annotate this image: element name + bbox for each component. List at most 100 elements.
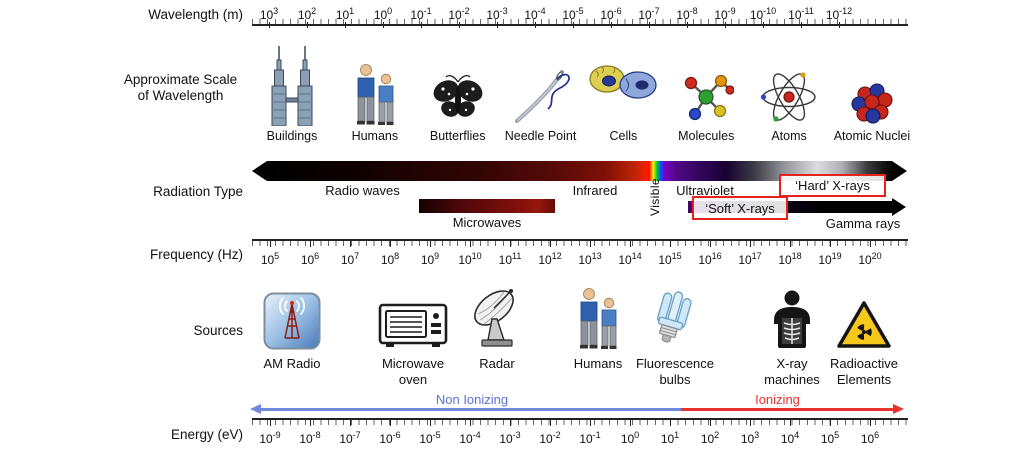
source-label: Microwave [381,356,445,371]
scale-item-atoms: Atoms [749,38,829,143]
energy-tick: 105 [810,420,850,446]
energy-tick: 102 [690,420,730,446]
soft-xrays-highlight-box: ‘Soft’ X-rays [692,196,788,220]
hard-xrays-highlight-box: ‘Hard’ X-rays [779,174,886,197]
source-item-xray-machines: X-ray machines [744,284,840,388]
source-label: Fluorescence [635,356,715,371]
row-label-energy: Energy (eV) [170,427,243,442]
cells-icon [589,65,658,99]
ultraviolet-label: Ultraviolet [676,183,734,198]
source-label: Humans [573,356,623,371]
source-item-radioactive-elements: Radioactive Elements [816,284,912,388]
frequency-tick: 1020 [850,241,890,267]
source-label: Radioactive [830,356,898,371]
energy-tick: 100 [610,420,650,446]
ionizing-arrowhead [893,404,904,414]
row-label-sources: Sources [193,323,243,338]
energy-tick: 103 [730,420,770,446]
hard-xrays-label: ‘Hard’ X-rays [795,178,870,193]
humans-icon [580,288,617,349]
frequency-tick: 1012 [530,241,570,267]
scale-label: Needle Point [504,129,577,143]
row-label-wavelength: Wavelength (m) [148,7,243,22]
scale-item-cells: Cells [583,38,663,143]
frequency-tick: 106 [290,241,330,267]
am-radio-icon [263,292,321,350]
scale-item-buildings: Buildings [252,38,332,143]
soft-xrays-label: ‘Soft’ X-rays [705,200,775,216]
non-ionizing-label: Non Ionizing [435,392,509,407]
energy-tick: 10-4 [450,420,490,446]
energy-tick: 10-8 [290,420,330,446]
atomic-nuclei-icon [851,83,893,124]
radioactive-icon [837,301,891,348]
frequency-tick: 1016 [690,241,730,267]
gamma-arrowhead [892,198,906,216]
energy-tick: 10-7 [330,420,370,446]
molecules-icon [685,74,735,121]
energy-tick: 10-3 [490,420,530,446]
humans-icon [356,64,394,125]
energy-tick: 10-1 [570,420,610,446]
frequency-tick: 1011 [490,241,530,267]
energy-tick: 10-5 [410,420,450,446]
non-ionizing-line [261,408,681,411]
gamma-rays-label: Gamma rays [825,216,901,231]
frequency-tick: 1019 [810,241,850,267]
scale-item-molecules: Molecules [666,38,746,143]
frequency-tick: 1013 [570,241,610,267]
scale-label: Buildings [266,129,318,143]
source-item-radar: Radar [457,284,537,372]
infrared-label: Infrared [572,183,618,198]
microwaves-label: Microwaves [452,215,522,230]
source-label: Radar [479,356,515,371]
energy-ruler-line [252,418,908,420]
frequency-tick: 105 [250,241,290,267]
energy-tick: 10-9 [250,420,290,446]
source-item-microwave-oven: Microwave oven [363,284,463,388]
energy-minor-ticks [252,420,908,425]
row-label-radiation-type: Radiation Type [153,184,243,199]
row-label-frequency: Frequency (Hz) [149,247,243,262]
butterflies-icon [433,75,483,117]
source-item-fluorescence-bulbs: Fluorescence bulbs [620,284,730,388]
row-label-scale: Approximate Scale of Wavelength [88,72,273,104]
wavelength-ruler-line [252,24,908,26]
frequency-tick: 1017 [730,241,770,267]
energy-tick: 101 [650,420,690,446]
scale-label: Butterflies [429,129,486,143]
energy-tick: 104 [770,420,810,446]
scale-label: Atomic Nuclei [833,129,911,143]
radio-waves-label: Radio waves [325,183,400,198]
ionizing-label: Ionizing [755,392,800,407]
frequency-tick: 109 [410,241,450,267]
source-item-am-radio: AM Radio [247,284,337,372]
energy-tick: 10-2 [530,420,570,446]
source-label: X-ray [776,356,808,371]
radiation-spectrum-band [267,161,892,181]
band-left-arrowhead [252,161,267,181]
frequency-tick: 1014 [610,241,650,267]
needle-point-icon [514,70,570,123]
frequency-tick: 1010 [450,241,490,267]
source-label: AM Radio [263,356,321,371]
energy-tick: 106 [850,420,890,446]
radar-icon [474,289,514,347]
scale-of-wavelength-row: Buildings Humans [252,38,912,143]
scale-item-atomic-nuclei: Atomic Nuclei [832,38,912,143]
row-label-scale-line1: Approximate Scale [123,72,238,87]
frequency-minor-ticks [252,241,908,246]
scale-item-needle-point: Needle Point [501,38,581,143]
non-ionizing-arrowhead [250,404,261,414]
fluorescence-bulb-icon [656,291,692,343]
wavelength-minor-ticks [252,19,908,24]
buildings-icon [271,46,313,126]
frequency-ruler-line [252,239,908,241]
scale-label: Atoms [771,129,807,143]
frequency-tick: 1018 [770,241,810,267]
frequency-tick: 108 [370,241,410,267]
microwaves-band [419,199,555,213]
atoms-icon [760,72,816,122]
wavelength-tick-row: 103 102 101 100 10-1 10-2 10-3 10-4 10-5 [250,4,858,28]
